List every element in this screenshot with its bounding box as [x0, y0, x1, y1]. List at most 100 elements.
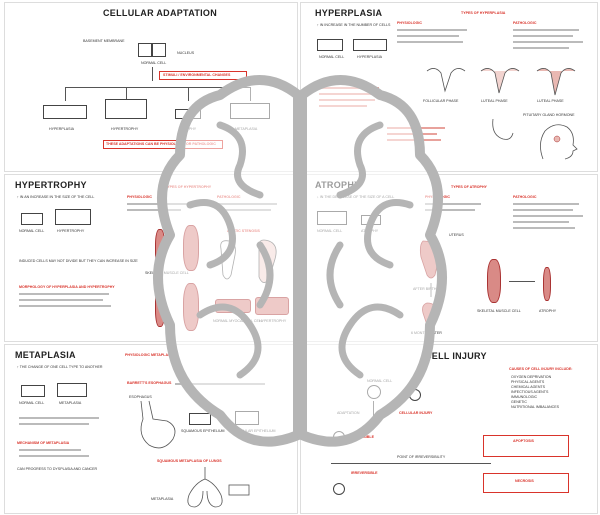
cellular-adaptation-title: CELLULAR ADAPTATION [103, 8, 218, 18]
hypertrophy-label: HYPERTROPHY [57, 229, 85, 233]
stimulus-label: STIMULI / ENVIRONMENTAL CHANGES [163, 73, 231, 77]
head-profile-icon [540, 124, 578, 160]
cell-injury-panel: CELL INJURY NORMAL CELL ADAPTATION CELLU… [300, 344, 598, 514]
morphology-title: MORPHOLOGY OF HYPERPLASIA AND HYPERTROPH… [19, 285, 115, 289]
hyperplasia-physio: PHYSIOLOGIC [397, 21, 422, 25]
muscle-hypertrophy [183, 225, 199, 271]
uterus-icons [426, 68, 576, 96]
heart-icons [220, 239, 277, 283]
mechanism-title: MECHANISM OF METAPLASIA [17, 441, 70, 445]
metaplasia-label: METAPLASIA [59, 401, 82, 405]
necrosis-label: NECROSIS [515, 479, 534, 483]
nucleus-label: NUCLEUS [177, 51, 195, 55]
uterus-label-3: LUTEAL PHASE [537, 99, 564, 103]
atrophy-cells [175, 109, 201, 119]
hypertrophy-cells [105, 99, 147, 119]
outcome-hyperplasia: HYPERPLASIA [49, 127, 74, 131]
cause-5: IMMUNOLOGIC [511, 395, 538, 399]
esophagus-label: ESOPHAGUS [129, 395, 152, 399]
cell-injury-title: CELL INJURY [425, 351, 487, 361]
atrophy-physio: PHYSIOLOGIC [425, 195, 450, 199]
pituitary-label: PITUITARY GLAND HORMONE [523, 113, 575, 117]
stomach-icon [140, 400, 176, 449]
breast-icon [492, 118, 514, 140]
atrophy-label: ATROPHY [361, 229, 379, 233]
irreversible-label: IRREVERSIBLE [351, 471, 378, 475]
cause-7: NUTRITIONAL IMBALANCES [511, 405, 559, 409]
atrophy-title: ATROPHY [315, 180, 361, 190]
atrophy-patho: PATHOLOGIC [513, 195, 537, 199]
hyperplasia-cells [43, 105, 87, 119]
metaplasia-normal: NORMAL CELL [19, 401, 45, 405]
cause-3: CHEMICAL AGENTS [511, 385, 546, 389]
metaplasia-cells [230, 103, 270, 119]
normal-cell-2 [152, 43, 166, 57]
hypertrophy-title: HYPERTROPHY [15, 180, 87, 190]
metaplasia-def: ↑ THE CHANGE OF ONE CELL TYPE TO ANOTHER [17, 365, 103, 369]
hyperplasia-def: ↑ IN INCREASE IN THE NUMBER OF CELLS [317, 23, 391, 27]
normal-cell-1 [138, 43, 152, 57]
adaptation-note: THESE ADAPTATIONS CAN BE PHYSIOLOGIC OR … [106, 142, 216, 146]
apoptosis-label: APOPTOSIS [513, 439, 534, 443]
uterus-label-2: LUTEAL PHASE [481, 99, 508, 103]
aortic-stenosis-label: AORTIC STENOSIS [227, 229, 260, 233]
necrosis-box [483, 473, 569, 493]
cause-4: INFECTIOUS AGENTS [511, 390, 549, 394]
after-birth-label: AFTER BIRTH [413, 287, 437, 291]
cause-2: PHYSICAL AGENTS [511, 380, 545, 384]
skeletal-muscle-label: SKELETAL MUSCLE CELL [145, 271, 189, 275]
atrophy-def: ↓ IN THE DECREASE OF THE SIZE OF A CELL [317, 195, 395, 199]
muscle-normal [155, 229, 165, 267]
hyperplasia-label: HYPERPLASIA [357, 55, 382, 59]
physiologic-metaplasia-title: PHYSIOLOGIC METAPLASIA [125, 353, 175, 357]
cause-1: OXYGEN DEPRIVATION [511, 375, 552, 379]
hyperplasia-patho: PATHOLOGIC [513, 21, 537, 25]
hypertrophy-patho: PATHOLOGIC [217, 195, 241, 199]
atrophy-normal: NORMAL CELL [317, 229, 343, 233]
outcome-hypertrophy: HYPERTROPHY [111, 127, 139, 131]
hypertrophy-note: INDUCED CELLS MAY NOT DIVIDE BUT THEY CA… [19, 259, 138, 263]
squamous-label: SQUAMOUS EPITHELIUM [181, 429, 225, 433]
uterus-label: UTERUS [449, 233, 464, 237]
causes-title: CAUSES OF CELL INJURY INCLUDE: [509, 367, 573, 371]
metaplasia-lbl-2: METAPLASIA [151, 497, 174, 501]
hypertrophy-def: ↑ IN AN INCREASE IN THE SIZE OF THE CELL [17, 195, 95, 199]
barretts-title: BARRETT'S ESOPHAGUS [127, 381, 172, 385]
injury-normal-cell: NORMAL CELL [367, 379, 393, 383]
cause-6: GENETIC [511, 400, 527, 404]
hyperplasia-normal: NORMAL CELL [319, 55, 345, 59]
atrophy-skeletal-label: SKELETAL MUSCLE CELL [477, 309, 521, 313]
atrophy-lbl-2: ATROPHY [539, 309, 557, 313]
hypertrophy-panel: HYPERTROPHY ↑ IN AN INCREASE IN THE SIZE… [4, 174, 298, 342]
cellular-injury-label: CELLULAR INJURY [399, 411, 433, 415]
normal-cell-label: NORMAL CELL [141, 61, 167, 65]
metaplasia-title: METAPLASIA [15, 350, 76, 360]
point-irreversibility: POINT OF IRREVERSIBILITY [397, 455, 446, 459]
adaptation-label: ADAPTATION [337, 411, 360, 415]
atrophy-panel: ATROPHY ↓ IN THE DECREASE OF THE SIZE OF… [300, 174, 598, 342]
squamous-lungs-title: SQUAMOUS METAPLASIA OF LUNGS [157, 459, 222, 463]
hyperplasia-panel: HYPERPLASIA ↑ IN INCREASE IN THE NUMBER … [300, 2, 598, 172]
metaplasia-panel: METAPLASIA ↑ THE CHANGE OF ONE CELL TYPE… [4, 344, 298, 514]
hypertrophy-physio: PHYSIOLOGIC [127, 195, 152, 199]
hypertrophy-types-title: TYPES OF HYPERTROPHY [165, 185, 212, 189]
outcome-metaplasia: METAPLASIA [235, 127, 258, 131]
six-months-label: 6 MONTHS LATER [411, 331, 442, 335]
progress-note: CAN PROGRESS TO DYSPLASIA AND CANCER [17, 467, 98, 471]
outcome-atrophy: ATROPHY [179, 127, 197, 131]
apoptosis-box [483, 435, 569, 457]
myocardial-cells [215, 299, 251, 313]
reversible-label: REVERSIBLE [351, 435, 374, 439]
hyperplasia-title: HYPERPLASIA [315, 8, 383, 18]
normal-myocardial-label: NORMAL MYOCARDIAL CELL [213, 319, 263, 323]
hypertrophy-normal: NORMAL CELL [19, 229, 45, 233]
hypertrophy-lbl-2: HYPERTROPHY [259, 319, 287, 323]
hyperplasia-types-title: TYPES OF HYPERPLASIA [461, 11, 506, 15]
membrane-label: BASEMENT MEMBRANE [83, 39, 125, 43]
atrophy-types-title: TYPES OF ATROPHY [451, 185, 487, 189]
cellular-adaptation-panel: CELLULAR ADAPTATION BASEMENT MEMBRANE NU… [4, 2, 298, 172]
glandular-label: GLANDULAR EPITHELIUM [231, 429, 276, 433]
lungs-icon [187, 467, 250, 508]
uterus-label-1: FOLLICULAR PHASE [423, 99, 459, 103]
